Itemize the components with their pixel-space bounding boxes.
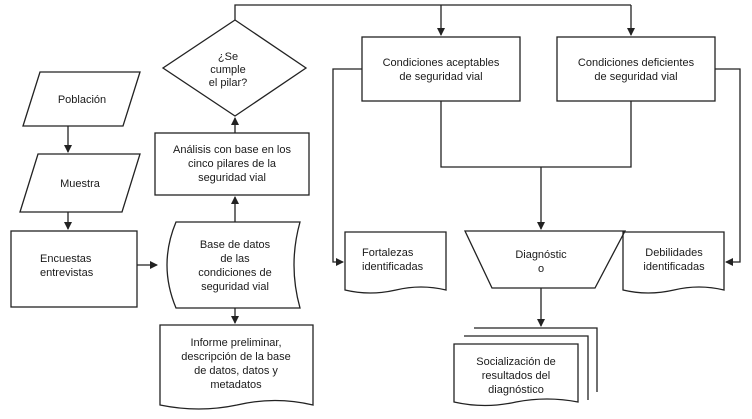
aceptables-shape xyxy=(361,36,521,102)
label-poblacion: Población xyxy=(58,94,106,106)
pilar-decision-shape xyxy=(161,19,308,117)
analisis-shape xyxy=(154,132,310,196)
label-diagnostico-line: Diagnóstic xyxy=(515,249,567,261)
line-merge xyxy=(440,101,632,168)
arrow-aceptables-fortalezas xyxy=(332,68,362,266)
label-encuestas-line: entrevistas xyxy=(40,267,94,279)
label-informe-line: de datos, datos y xyxy=(194,365,278,377)
arrow-deficientes-debilidades xyxy=(715,68,741,266)
label-deficientes: Condiciones deficientes de seguridad vial xyxy=(578,57,695,83)
label-poblacion-line: Población xyxy=(58,94,106,106)
label-informe-line: metadatos xyxy=(210,379,262,391)
label-informe-line: descripción de la base xyxy=(181,351,290,363)
label-encuestas-line: Encuestas xyxy=(40,253,92,265)
socializacion-stack-mid xyxy=(464,335,589,400)
fortalezas-shape xyxy=(344,231,447,294)
label-encuestas: Encuestas entrevistas xyxy=(40,253,94,279)
diagnostico-shape xyxy=(463,230,627,289)
line-pilar-top xyxy=(234,4,631,20)
label-deficientes-line: Condiciones deficientes xyxy=(578,57,695,69)
encuestas-shape xyxy=(10,230,138,308)
label-diagnostico-line: o xyxy=(538,263,544,275)
label-socializacion: Socialización de resultados del diagnóstic… xyxy=(476,356,556,396)
label-socializacion-line: resultados del xyxy=(482,370,551,382)
label-aceptables-line: de seguridad vial xyxy=(399,71,482,83)
label-socializacion-line: diagnóstico xyxy=(488,384,544,396)
label-analisis: Análisis con base en los cinco pilares de… xyxy=(173,144,292,184)
label-aceptables: Condiciones aceptables de seguridad vial xyxy=(383,57,500,83)
label-analisis-line: Análisis con base en los xyxy=(173,144,292,156)
label-pilar-line: el pilar? xyxy=(209,77,248,89)
label-diagnostico: Diagnóstic o xyxy=(515,249,567,275)
poblacion-shape xyxy=(22,71,141,127)
label-base-datos: Base de datos de las condiciones de segurid… xyxy=(198,239,271,293)
label-muestra: Muestra xyxy=(60,178,101,190)
label-aceptables-line: Condiciones aceptables xyxy=(383,57,500,69)
socializacion-stack-back xyxy=(474,327,598,392)
label-base-datos-line: seguridad vial xyxy=(201,281,269,293)
label-informe-line: Informe preliminar, xyxy=(190,337,281,349)
label-informe: Informe preliminar, descripción de la bas… xyxy=(181,337,290,391)
label-debilidades-line: identificadas xyxy=(643,261,705,273)
label-pilar-line: ¿Se xyxy=(218,51,238,63)
deficientes-shape xyxy=(556,36,716,102)
label-analisis-line: seguridad vial xyxy=(198,172,266,184)
label-base-datos-line: Base de datos xyxy=(200,239,271,251)
informe-shape xyxy=(159,324,314,410)
label-socializacion-line: Socialización de xyxy=(476,356,556,368)
label-pilar-line: cumple xyxy=(210,64,245,76)
label-deficientes-line: de seguridad vial xyxy=(594,71,677,83)
label-fortalezas: Fortalezas identificadas xyxy=(362,247,424,273)
debilidades-shape xyxy=(622,231,725,294)
label-fortalezas-line: identificadas xyxy=(362,261,424,273)
label-muestra-line: Muestra xyxy=(60,178,101,190)
label-debilidades: Debilidades identificadas xyxy=(643,247,705,273)
label-fortalezas-line: Fortalezas xyxy=(362,247,414,259)
label-base-datos-line: de las xyxy=(220,253,250,265)
muestra-shape xyxy=(19,153,141,213)
base-datos-shape xyxy=(166,221,301,309)
socializacion-shape xyxy=(453,343,579,407)
label-debilidades-line: Debilidades xyxy=(645,247,703,259)
label-analisis-line: cinco pilares de la xyxy=(188,158,277,170)
label-base-datos-line: condiciones de xyxy=(198,267,271,279)
